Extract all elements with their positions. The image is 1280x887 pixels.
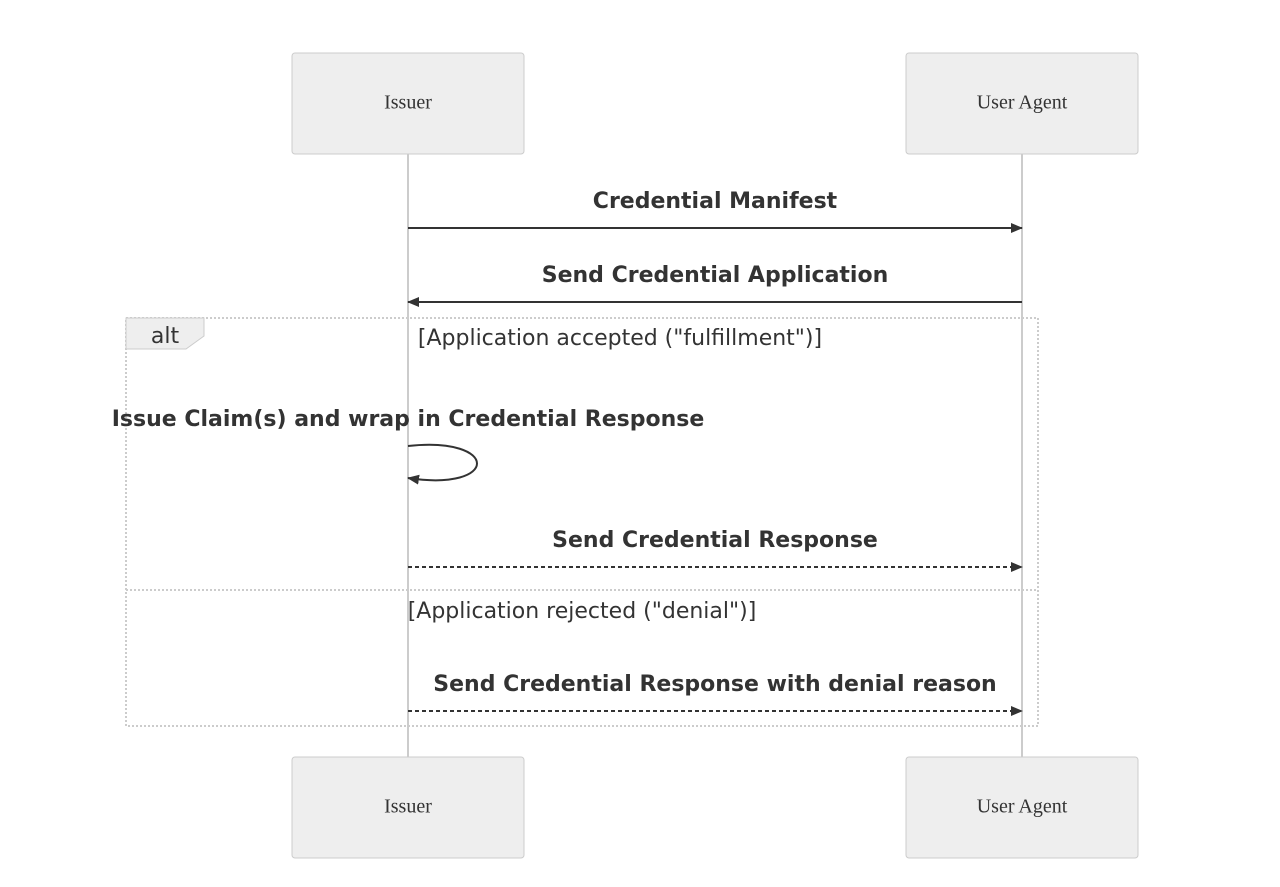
message-send-response-label: Send Credential Response: [552, 528, 878, 553]
alt-label-tab: [125, 317, 205, 350]
message-issue-claims-arrow: [407, 443, 478, 485]
message-credential-manifest-label: Credential Manifest: [593, 189, 838, 214]
actor-user-agent-top: User Agent: [905, 52, 1139, 155]
message-issue-claims-label: Issue Claim(s) and wrap in Credential Re…: [112, 407, 705, 432]
actor-user-agent-top-label: User Agent: [977, 92, 1068, 114]
message-send-application-label: Send Credential Application: [542, 263, 889, 288]
actor-issuer-top-label: Issuer: [384, 92, 432, 114]
message-send-denial-label: Send Credential Response with denial rea…: [433, 672, 996, 697]
alt-label: alt: [151, 324, 180, 349]
guard-rejected: [Application rejected ("denial")]: [408, 599, 757, 624]
actor-user-agent-bottom-label: User Agent: [977, 796, 1068, 818]
alt-frame: alt [Application accepted ("fulfillment"…: [125, 317, 1039, 727]
actor-issuer-bottom: Issuer: [291, 756, 525, 859]
guard-accepted: [Application accepted ("fulfillment")]: [418, 326, 822, 351]
actor-user-agent-bottom: User Agent: [905, 756, 1139, 859]
actor-issuer-top: Issuer: [291, 52, 525, 155]
actor-issuer-bottom-label: Issuer: [384, 796, 432, 818]
